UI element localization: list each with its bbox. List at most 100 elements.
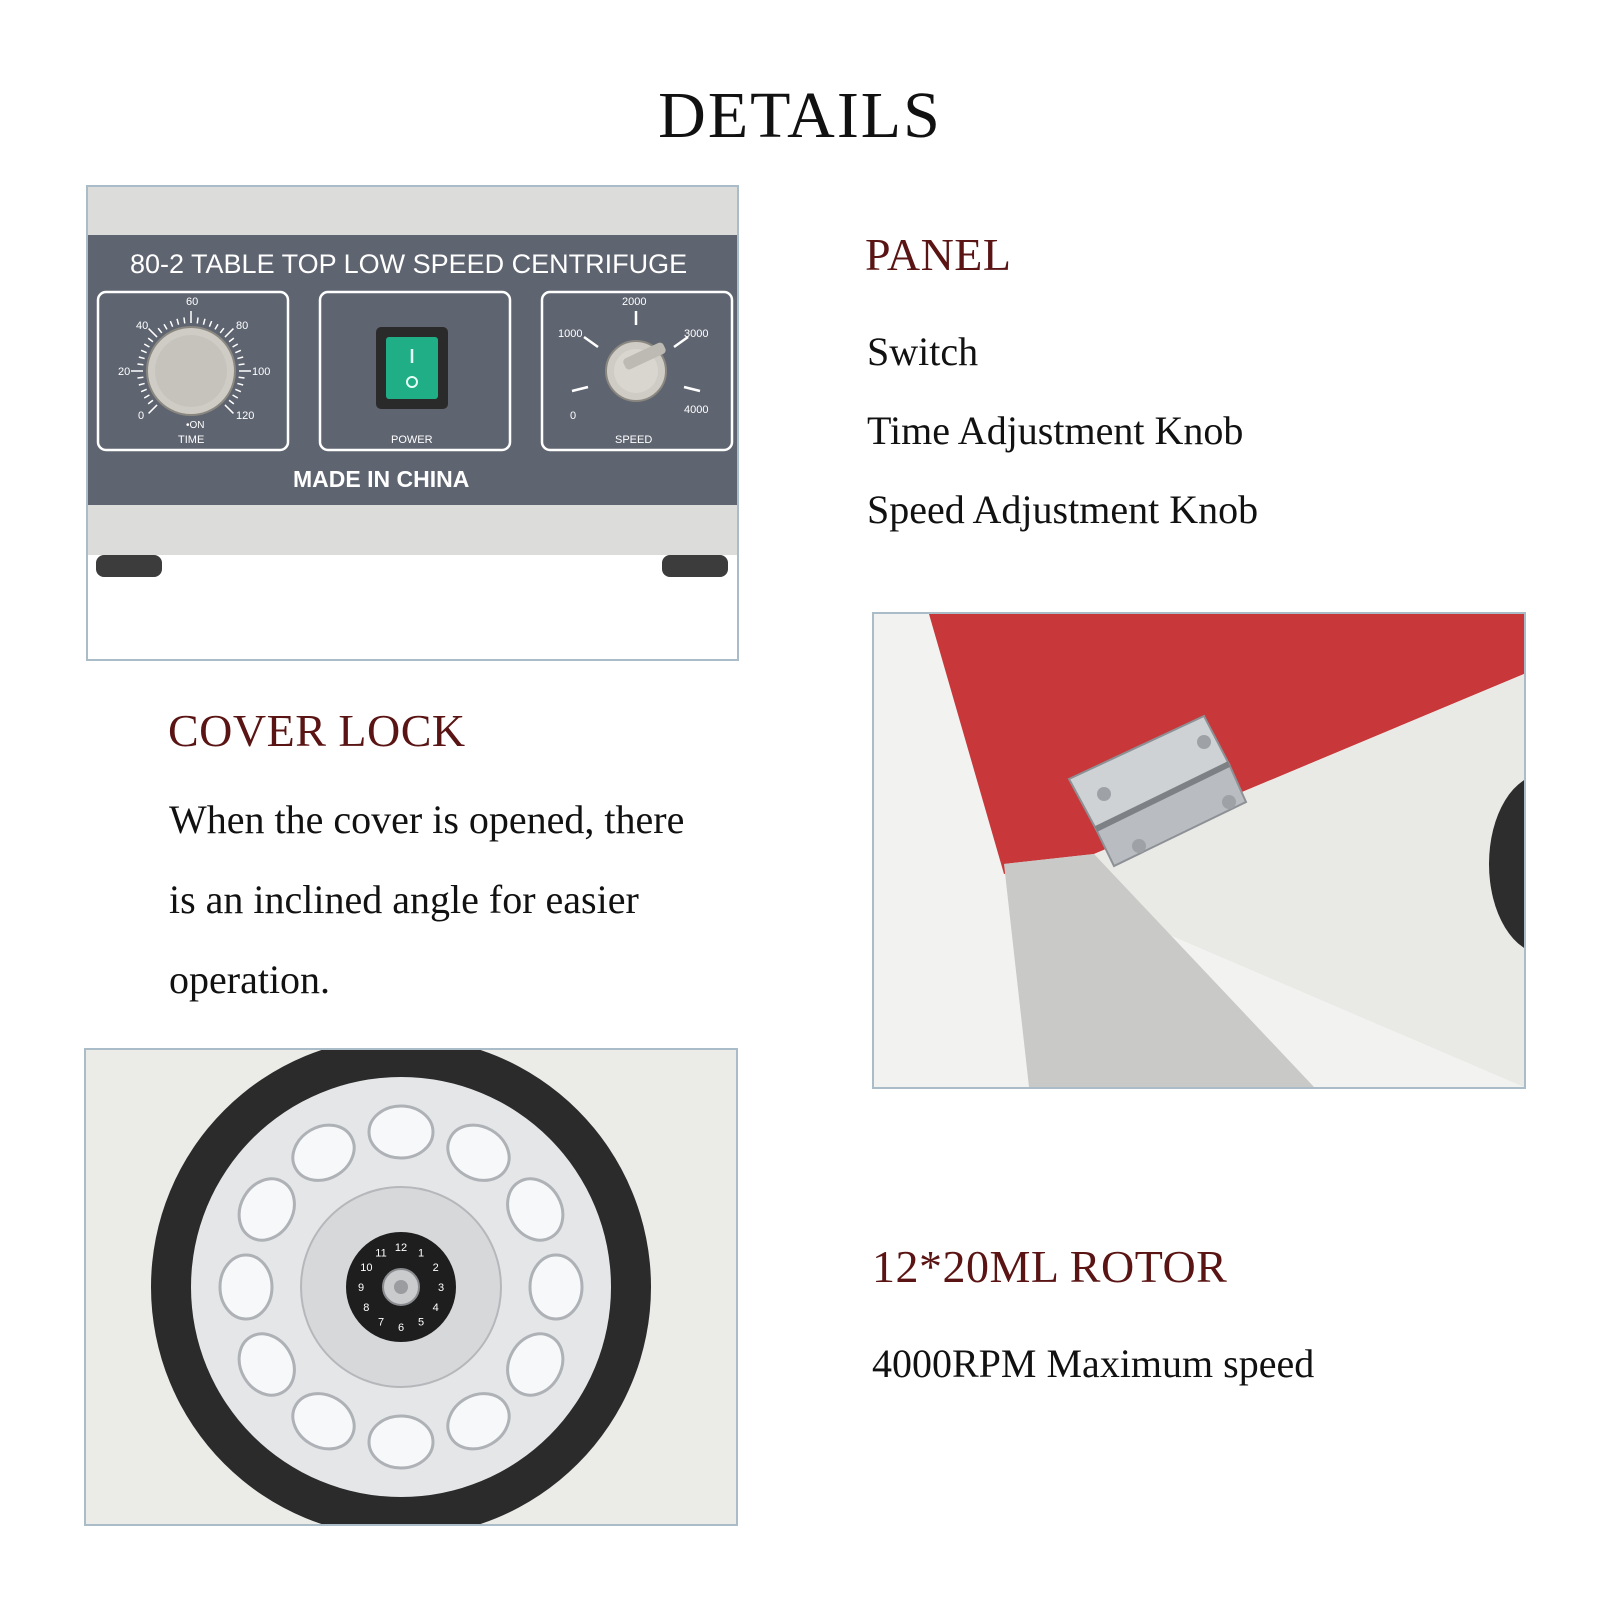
time-scale-20: 20: [118, 366, 130, 378]
rotor-dial-number: 6: [398, 1322, 404, 1334]
rotor-dial-number: 7: [378, 1317, 384, 1329]
time-tick: [238, 376, 245, 379]
time-scale-60: 60: [186, 296, 198, 308]
time-tick: [232, 394, 239, 399]
time-knob-box: [96, 290, 290, 452]
rotor-dial-number: 4: [433, 1302, 439, 1314]
time-tick: [147, 399, 154, 405]
speed-scale-3000: 3000: [684, 328, 708, 340]
time-scale-100: 100: [252, 366, 270, 378]
rotor-dial-number: 2: [433, 1262, 439, 1274]
time-tick: [137, 363, 144, 366]
rotor-tube-hole: [367, 1414, 435, 1470]
time-scale-ticks: [131, 311, 251, 414]
time-scale-40: 40: [136, 320, 148, 332]
cover-lock-line-2: is an inclined angle for easier: [169, 877, 639, 922]
cover-lock-line-1: When the cover is opened, there: [169, 797, 685, 842]
time-on-label: •ON: [186, 420, 205, 431]
rotor-dial-number: 5: [418, 1317, 424, 1329]
time-tick: [138, 382, 145, 386]
power-switch-box: [318, 290, 512, 452]
time-tick: [143, 394, 150, 399]
cover-hinge-image: [874, 614, 1524, 1087]
time-tick: [183, 317, 186, 324]
time-tick: [237, 382, 244, 386]
time-tick: [235, 388, 242, 393]
rotor-dial-number: 9: [358, 1282, 364, 1294]
power-switch[interactable]: [386, 337, 438, 399]
rotor-tube-hole: [446, 1123, 511, 1182]
rotor-dial-number: 11: [375, 1247, 386, 1259]
rotor-dial-number: 3: [438, 1282, 444, 1294]
panel-item-speed-knob: Speed Adjustment Knob: [867, 487, 1259, 532]
page-title: DETAILS: [658, 79, 942, 152]
rotor-dial-number: 1: [418, 1247, 424, 1259]
time-tick: [196, 317, 199, 324]
panel-photo: 80-2 TABLE TOP LOW SPEED CENTRIFUGE 0 20…: [86, 185, 739, 661]
body-side: [1004, 854, 1314, 1087]
rotor-description: 4000RPM Maximum speed: [872, 1341, 1315, 1386]
speed-scale-4000: 4000: [684, 404, 708, 416]
rotor-tube-hole: [506, 1177, 565, 1242]
panel-heading: PANEL: [865, 229, 1012, 280]
time-tick: [237, 356, 244, 360]
time-tick: [138, 356, 145, 360]
rotor-edge: [1489, 780, 1524, 948]
time-tick: [169, 320, 174, 327]
time-tick: [232, 343, 239, 348]
speed-scale-2000: 2000: [622, 296, 646, 308]
time-tick: [143, 343, 150, 348]
cover-lock-line-3: operation.: [169, 957, 331, 1002]
panel-item-time-knob: Time Adjustment Knob: [867, 408, 1244, 453]
time-label: TIME: [178, 434, 204, 446]
time-tick: [157, 327, 163, 334]
rotor-tube-hole: [446, 1392, 511, 1451]
time-tick: [163, 323, 168, 330]
time-tick: [147, 337, 154, 343]
right-foot: [662, 555, 728, 577]
time-tick: [208, 320, 213, 327]
model-label: 80-2 TABLE TOP LOW SPEED CENTRIFUGE: [130, 249, 687, 279]
time-tick: [228, 399, 235, 405]
time-tick: [224, 404, 234, 414]
left-foot: [96, 555, 162, 577]
speed-label: SPEED: [615, 434, 652, 446]
origin-label: MADE IN CHINA: [293, 466, 469, 492]
time-tick: [235, 349, 242, 354]
rotor-dial-number: 12: [395, 1242, 407, 1254]
time-scale-120: 120: [236, 410, 254, 422]
rotor-tube-hole: [291, 1392, 356, 1451]
centrifuge-panel-image: 80-2 TABLE TOP LOW SPEED CENTRIFUGE 0 20…: [88, 187, 737, 659]
time-tick: [140, 349, 147, 354]
time-tick: [176, 318, 180, 325]
time-tick: [148, 328, 158, 338]
cover-hinge-photo: [872, 612, 1526, 1089]
panel-item-switch: Switch: [867, 329, 979, 374]
time-tick: [202, 318, 206, 325]
rotor-tube-hole: [237, 1332, 296, 1397]
cover-lock-heading: COVER LOCK: [168, 705, 466, 756]
speed-scale-1000: 1000: [558, 328, 582, 340]
time-tick: [214, 323, 219, 330]
time-tick: [238, 363, 245, 366]
rotor-tube-hole: [528, 1253, 584, 1321]
time-tick: [228, 337, 235, 343]
rotor-tube-hole: [506, 1332, 565, 1397]
speed-scale-ticks: [571, 311, 701, 393]
speed-scale-0: 0: [570, 410, 576, 422]
speed-knob-box: [540, 290, 734, 452]
time-tick: [219, 327, 225, 334]
time-tick: [140, 388, 147, 393]
power-label: POWER: [391, 434, 433, 446]
rotor-tube-hole: [237, 1177, 296, 1242]
red-lid: [929, 614, 1524, 874]
time-scale-0: 0: [138, 410, 144, 422]
rotor-tube-hole: [367, 1104, 435, 1160]
time-tick: [137, 376, 144, 379]
hinge-icon: [1067, 714, 1248, 868]
rotor-dial-number: 10: [360, 1262, 372, 1274]
rotor-heading: 12*20ML ROTOR: [872, 1241, 1228, 1292]
time-scale-80: 80: [236, 320, 248, 332]
